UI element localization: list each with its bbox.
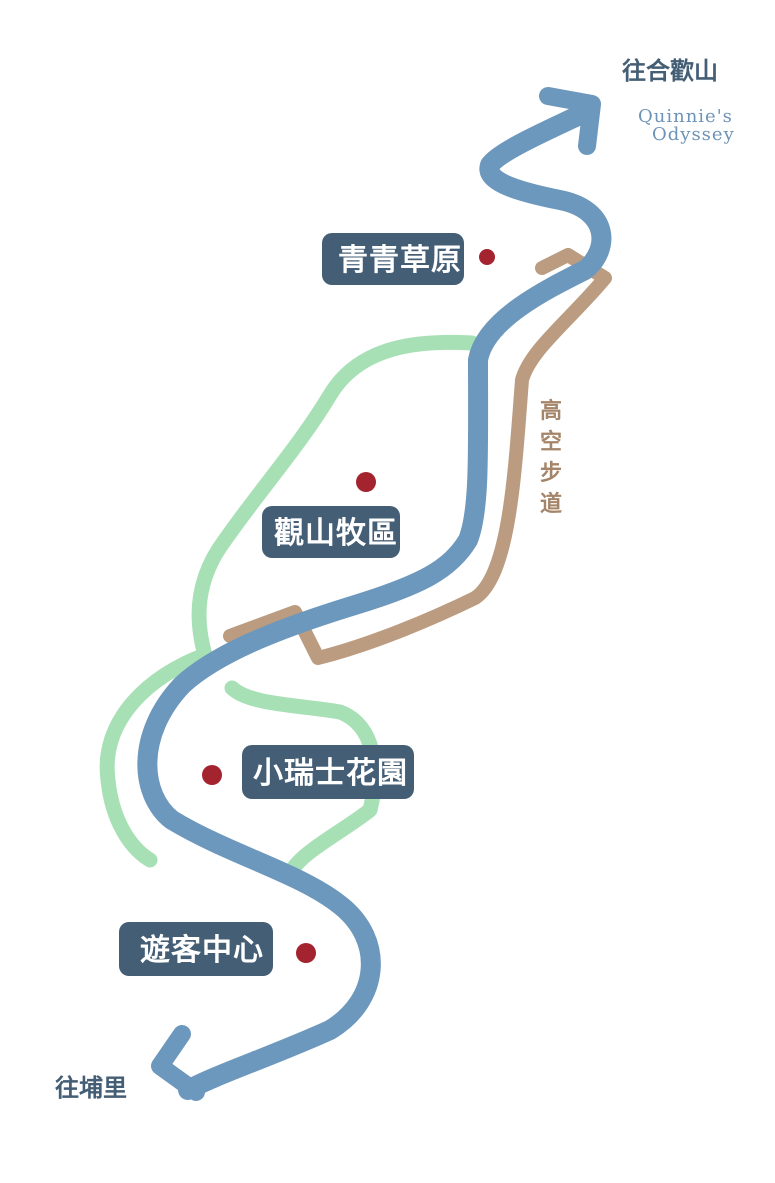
poi-dot-little-swiss-garden[interactable] [202, 765, 222, 785]
poi-dot-guanshan-pasture[interactable] [356, 472, 376, 492]
main-road [137, 87, 612, 1101]
place-label-visitor-center[interactable]: 遊客中心 [119, 922, 273, 976]
arrow-up-right-icon [539, 87, 601, 155]
skywalk-char-3: 步 [540, 460, 562, 486]
poi-dot-qingqing-grassland[interactable] [479, 249, 495, 265]
svg-text:遊客中心: 遊客中心 [140, 933, 264, 968]
skywalk-char-1: 高 [540, 398, 562, 424]
destination-south: 往埔里 [55, 1074, 127, 1102]
place-label-little-swiss-garden[interactable]: 小瑞士花園 [242, 745, 414, 799]
skywalk-label: 高 空 步 道 [540, 398, 562, 517]
skywalk-char-2: 空 [540, 429, 562, 455]
place-label-qingqing-grassland[interactable]: 青青草原 [322, 233, 464, 285]
poi-dot-visitor-center[interactable] [296, 943, 316, 963]
arrow-down-left-icon [151, 1025, 205, 1101]
brand-line1: Quinnie's [638, 106, 733, 127]
brand-logo: Quinnie's Odyssey [638, 106, 735, 145]
brand-line2: Odyssey [652, 124, 735, 145]
svg-text:觀山牧區: 觀山牧區 [274, 516, 398, 551]
place-label-guanshan-pasture[interactable]: 觀山牧區 [262, 506, 400, 558]
svg-text:青青草原: 青青草原 [338, 243, 462, 278]
destination-north: 往合歡山 [622, 57, 718, 85]
svg-text:小瑞士花園: 小瑞士花園 [253, 756, 408, 791]
skywalk-char-4: 道 [540, 491, 562, 517]
skywalk-route [223, 248, 612, 665]
